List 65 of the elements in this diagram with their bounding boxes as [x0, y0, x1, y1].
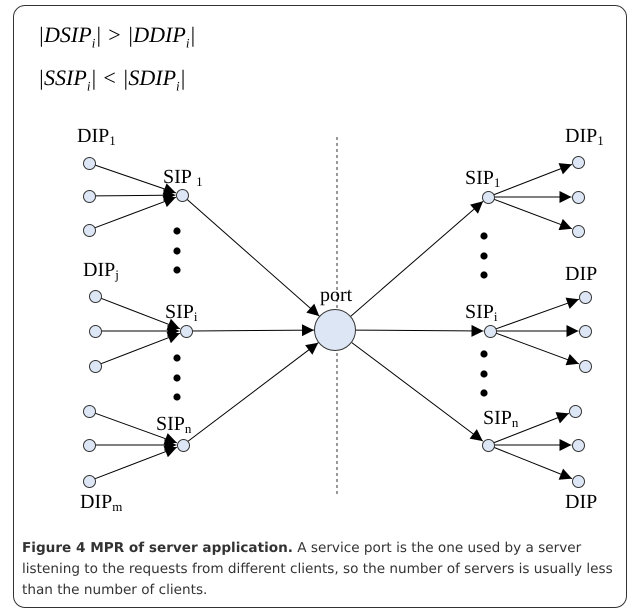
- circle-node: [572, 474, 584, 488]
- arrow: [94, 412, 178, 444]
- arrow: [494, 198, 572, 230]
- arrow: [101, 325, 180, 337]
- arrow: [494, 439, 572, 451]
- arrow: [494, 163, 572, 196]
- node-label: SIP$_{n}$: [156, 414, 192, 435]
- arrow: [94, 164, 176, 195]
- arrow: [192, 324, 314, 336]
- node-label: SIP$_{i}$: [465, 302, 498, 323]
- figure-caption: Figure 4 MPR of server application. A service port is the one used by a server listening to the requests from different clients, so the number of servers is usually less than the number of clients.: [22, 539, 614, 600]
- circle-node: [82, 474, 96, 488]
- node-label: DIP$_{1}$: [565, 126, 604, 147]
- circle-node: [482, 438, 494, 452]
- arrow: [351, 342, 484, 442]
- node-label: DIP$_{j}$: [83, 260, 119, 281]
- formula-text: |DSIP$_{i}$| > |DDIP$_{i}$|: [38, 24, 196, 50]
- formula-text: |SSIP$_{i}$| < |SDIP$_{i}$|: [38, 67, 186, 92]
- circle-node: [82, 224, 96, 236]
- circle-node: [88, 360, 102, 372]
- arrow: [494, 446, 572, 480]
- node-label: SIP$_{i}$: [165, 302, 198, 323]
- circle-node: [484, 324, 496, 338]
- circle-node: [88, 324, 102, 338]
- node-label: SIP$_{1}$: [465, 168, 500, 189]
- circle-node: [482, 190, 494, 204]
- circle-node: [180, 324, 192, 338]
- circle-node: [176, 438, 190, 452]
- arrow: [188, 342, 319, 442]
- circle-node: [82, 156, 96, 170]
- circle-node: [568, 404, 582, 418]
- circle-node: [572, 156, 584, 168]
- node-label: SIP$_{n}$: [483, 408, 518, 429]
- circle-node: [314, 309, 356, 351]
- arrow: [356, 324, 484, 337]
- node-label: DIP: [565, 492, 598, 512]
- arrow: [496, 298, 580, 330]
- arrow: [100, 332, 180, 364]
- arrow: [95, 439, 177, 451]
- node-label: DIP$_{m}$: [80, 492, 122, 513]
- circle-node: [578, 324, 592, 338]
- circle-node: [88, 290, 102, 302]
- arrow: [350, 200, 484, 317]
- circle-node: [578, 290, 592, 304]
- circle-node: [82, 438, 96, 452]
- node-label: DIP$_{1}$: [77, 126, 116, 147]
- circle-node: [572, 190, 584, 204]
- circle-node: [572, 438, 584, 452]
- arrow: [95, 189, 176, 202]
- circle-node: [578, 360, 592, 372]
- arrow: [496, 325, 579, 337]
- arrow: [494, 191, 572, 203]
- circle-node: [82, 404, 96, 418]
- circle-node: [176, 188, 188, 202]
- arrow: [496, 332, 580, 366]
- node-label: port: [320, 285, 352, 305]
- arrow: [100, 298, 180, 330]
- arrow: [94, 446, 178, 480]
- circle-node: [82, 190, 96, 202]
- arrow: [186, 198, 320, 317]
- node-label: DIP: [565, 264, 598, 284]
- arrow: [494, 412, 570, 444]
- node-label: SIP $_{1}$: [163, 167, 203, 188]
- arrow: [94, 196, 176, 228]
- circle-node: [572, 224, 584, 238]
